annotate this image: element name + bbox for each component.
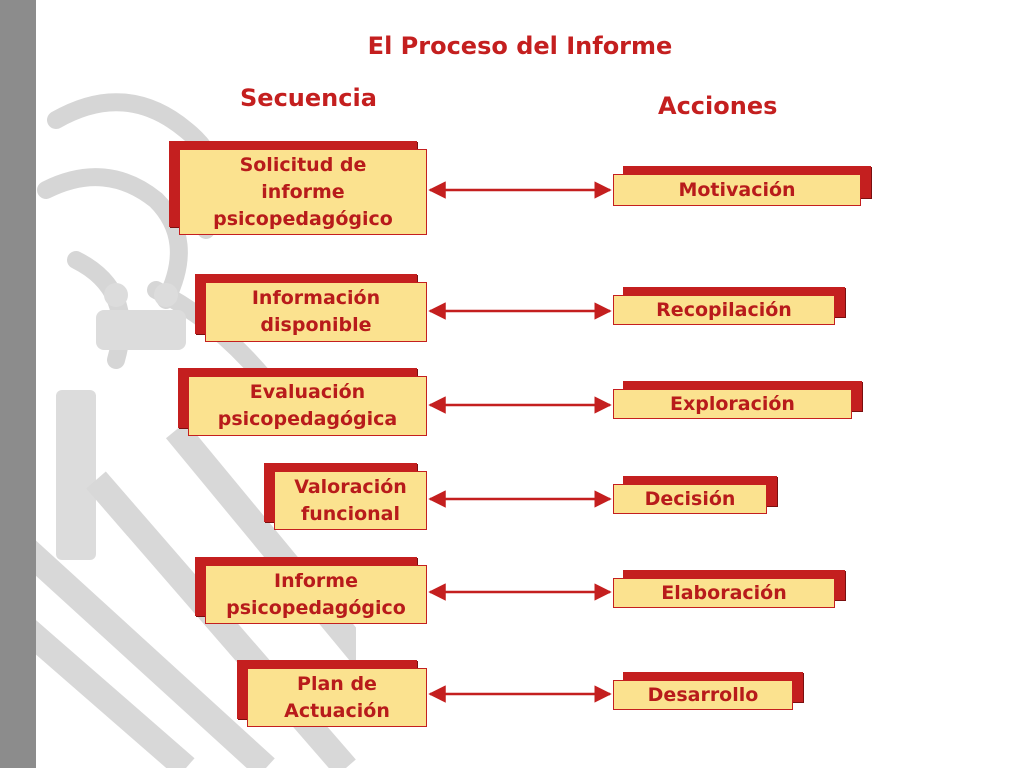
action-box-motivacion: Motivación (613, 166, 871, 206)
sequence-box-plan: Plan de Actuación (237, 660, 427, 727)
sequence-label-line: funcional (300, 502, 400, 525)
action-box-desarrollo: Desarrollo (613, 672, 803, 710)
action-label: Desarrollo (613, 680, 793, 710)
action-label: Motivación (613, 174, 861, 206)
action-label: Decisión (613, 484, 767, 514)
sequence-label-line: Solicitud de (239, 153, 367, 176)
sequence-label-line: psicopedagógica (217, 408, 398, 430)
sequence-label-line: informe (261, 180, 345, 203)
sequence-label-line: Valoración (294, 475, 407, 498)
action-box-elaboracion: Elaboración (613, 570, 845, 608)
sequence-label-line: Informe (274, 569, 358, 592)
sequence-label-line: psicopedagógico (226, 596, 406, 619)
sequence-box-valoracion: Valoración funcional (264, 463, 427, 530)
sequence-label-line: Información (251, 287, 381, 309)
slide-title: El Proceso del Informe (367, 32, 673, 60)
sequence-box-evaluacion: Evaluación psicopedagógica (178, 368, 427, 436)
column-heading-actions: Acciones (658, 92, 778, 120)
action-label: Recopilación (613, 295, 835, 325)
sequence-label-line: psicopedagógico (213, 207, 393, 230)
action-box-recopilacion: Recopilación (613, 287, 845, 325)
action-label: Exploración (613, 389, 852, 419)
sequence-box-solicitud: Solicitud de informe psicopedagógico (169, 141, 427, 235)
sequence-label-line: Actuación (284, 699, 390, 722)
action-label: Elaboración (613, 578, 835, 608)
sequence-label-line: Evaluación (249, 381, 366, 403)
sequence-label-line: Plan de (297, 672, 377, 695)
sequence-box-informacion: Información disponible (195, 274, 427, 342)
action-box-decision: Decisión (613, 476, 777, 514)
sequence-label-line: disponible (260, 314, 372, 336)
action-box-exploracion: Exploración (613, 381, 862, 419)
sequence-box-informe: Informe psicopedagógico (195, 557, 427, 624)
sidebar-strip (0, 0, 36, 768)
column-heading-sequence: Secuencia (240, 84, 377, 112)
